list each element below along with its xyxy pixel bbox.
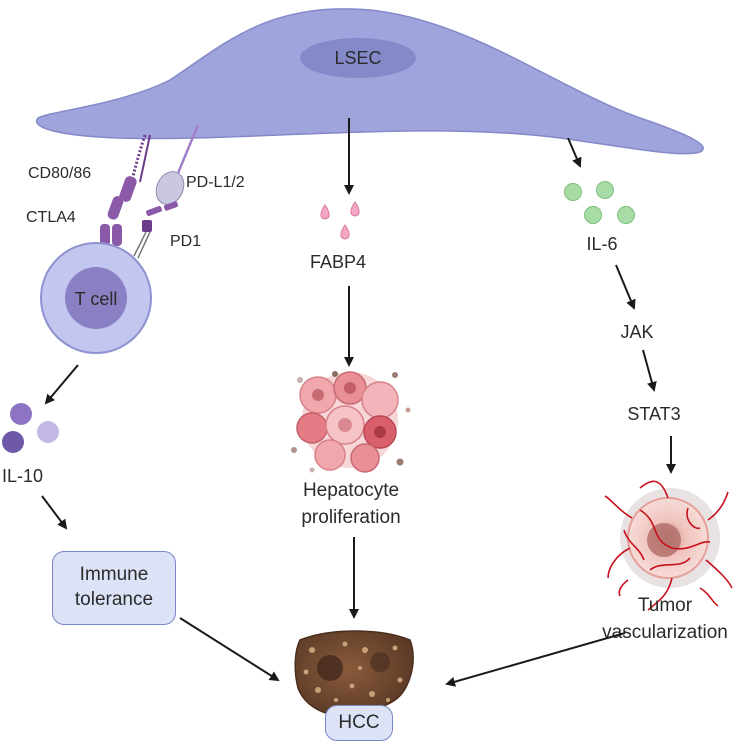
pd1-domain-icon: [142, 220, 152, 232]
hcc-label: HCC: [338, 712, 380, 733]
lsec-cell: LSEC: [36, 8, 704, 155]
arrow-vascularization-to-hcc: [445, 632, 626, 687]
fabp4-droplet-icon: [320, 204, 330, 220]
pd1-head-2-icon: [163, 201, 179, 211]
arrow-tolerance-to-hcc: [179, 617, 280, 682]
jak-label: JAK: [620, 322, 653, 342]
immune-tolerance-line2: tolerance: [74, 589, 154, 610]
fabp4-droplets: [320, 201, 360, 240]
lsec-cell-body: [36, 8, 704, 155]
t-cell-nucleus: [65, 267, 127, 329]
ctla4-label: CTLA4: [26, 209, 76, 226]
t-cell: T cell: [40, 242, 152, 354]
immune-tolerance-line1: Immune: [79, 564, 149, 585]
il6-molecule-icon: [617, 206, 635, 224]
il6-label: IL-6: [586, 234, 617, 254]
il10-molecule-icon: [10, 403, 32, 425]
il6-molecule-icon: [596, 181, 614, 199]
lsec-label: LSEC: [334, 48, 381, 68]
il10-molecules: [2, 403, 59, 453]
il10-molecule-icon: [2, 431, 24, 453]
hepatocyte-cluster-icon: [291, 371, 411, 473]
fabp4-label: FABP4: [310, 252, 366, 272]
arrow-lsec-to-il6: [567, 137, 582, 168]
vascularized-tumor-icon: [604, 480, 733, 611]
hepatocyte-label-line1: Hepatocyte: [303, 480, 399, 501]
hcc-box: HCC: [325, 705, 393, 741]
arrow-il6-to-jak: [615, 264, 636, 310]
cd80-86-domain-icon: [119, 176, 137, 202]
il6-molecules: [564, 181, 635, 224]
liver-icon: [294, 630, 414, 717]
fabp4-droplet-icon: [350, 201, 360, 217]
il10-molecule-icon: [37, 421, 59, 443]
pd1-stalk-2-icon: [137, 231, 151, 259]
arrow-tcell-to-il10: [44, 364, 79, 405]
receptor-complex: [100, 124, 200, 259]
immune-tolerance-box: Immune tolerance: [52, 551, 176, 625]
pd1-stalk-icon: [133, 231, 147, 257]
pdl-stalk-icon: [174, 124, 200, 179]
cd80-86-stalk-icon: [130, 134, 147, 181]
tumor-label-line2: vascularization: [602, 622, 728, 643]
cd80-86-label: CD80/86: [28, 165, 91, 182]
ctla4-domain-2-icon: [112, 224, 122, 246]
il6-molecule-icon: [584, 206, 602, 224]
fabp4-droplet-icon: [340, 224, 350, 240]
tumor-label-line1: Tumor: [638, 595, 693, 616]
lsec-nucleus: [300, 38, 416, 78]
hepatocyte-label-line2: proliferation: [301, 507, 400, 528]
t-cell-label: T cell: [75, 289, 118, 309]
arrow-jak-to-stat3: [642, 349, 657, 392]
il6-molecule-icon: [564, 183, 582, 201]
cd80-86-domain-2-icon: [107, 196, 124, 220]
ctla4-domain-icon: [100, 224, 110, 246]
pd1-head-icon: [146, 206, 162, 216]
pd1-label: PD1: [170, 233, 201, 250]
stat3-label: STAT3: [627, 404, 680, 424]
arrow-il10-to-tolerance: [41, 495, 68, 530]
pdl-ligand-icon: [155, 171, 185, 205]
il10-label: IL-10: [2, 466, 43, 486]
cd80-86-stalk-2-icon: [139, 134, 151, 183]
pdl-label: PD-L1/2: [186, 174, 245, 191]
